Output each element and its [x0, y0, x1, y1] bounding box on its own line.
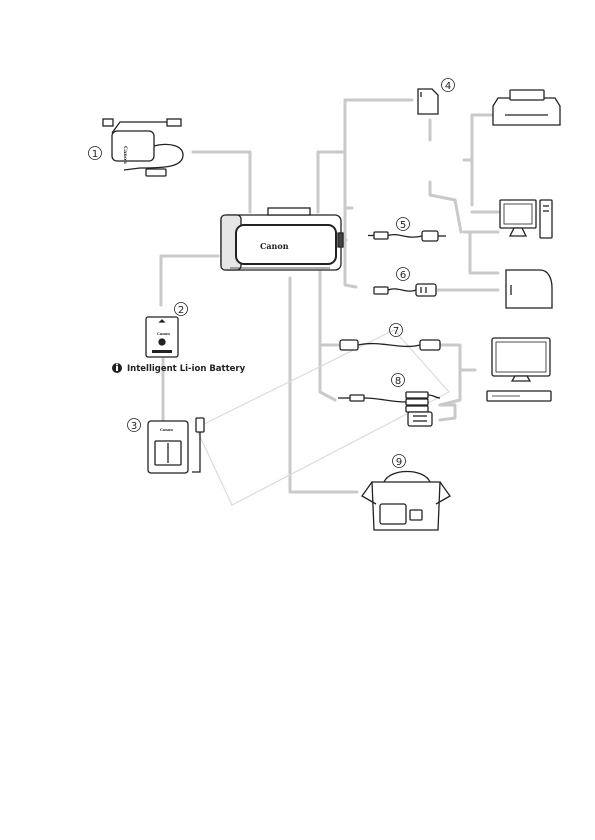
svg-text:5: 5: [400, 220, 406, 231]
hdmi-cable-icon: [339, 339, 441, 351]
photo-printer-icon: [492, 89, 561, 126]
av-cable-icon: [373, 283, 437, 297]
callout-5: 5: [396, 217, 410, 231]
svg-text:2: 2: [178, 305, 184, 316]
battery-brand: Canon: [157, 332, 170, 336]
battery-charger-icon: [147, 417, 205, 474]
callout-6: 6: [396, 267, 410, 281]
svg-text:8: 8: [395, 376, 401, 387]
svg-text:9: 9: [396, 457, 402, 468]
tv-icon: [491, 337, 551, 382]
callout-3: 3: [127, 418, 141, 432]
svg-text:7: 7: [393, 326, 399, 337]
adapter-brand: Canon: [122, 146, 128, 164]
video-recorder-icon: [486, 390, 552, 402]
callout-1: 1: [88, 146, 102, 160]
charger-brand: Canon: [160, 428, 173, 432]
battery-pack-icon: [145, 316, 179, 358]
computer-icon: [499, 199, 553, 239]
callout-8: 8: [391, 373, 405, 387]
background-frame: [195, 329, 450, 506]
scart-adapter-icon: [407, 411, 433, 427]
svg-text:1: 1: [92, 149, 98, 160]
carrying-bag-icon: [361, 470, 451, 531]
camcorder-icon: [220, 207, 344, 271]
battery-label: Intelligent Li-ion Battery: [127, 364, 246, 374]
svg-text:3: 3: [131, 421, 137, 432]
camcorder-brand: Canon: [260, 241, 289, 251]
usb-cable-icon: [368, 230, 446, 242]
connector-lines: [159, 98, 500, 494]
svg-text:6: 6: [400, 270, 406, 281]
callout-7: 7: [389, 323, 403, 337]
intelligent-battery-logo-icon: [112, 363, 122, 373]
memory-card-icon: [417, 88, 439, 115]
callout-9: 9: [392, 454, 406, 468]
svg-text:4: 4: [445, 81, 451, 92]
callout-2: 2: [174, 302, 188, 316]
disc-drive-icon: [505, 269, 553, 309]
compact-power-adapter-icon: [102, 118, 184, 177]
callout-4: 4: [441, 78, 455, 92]
stereo-video-cable-icon: [338, 391, 441, 413]
